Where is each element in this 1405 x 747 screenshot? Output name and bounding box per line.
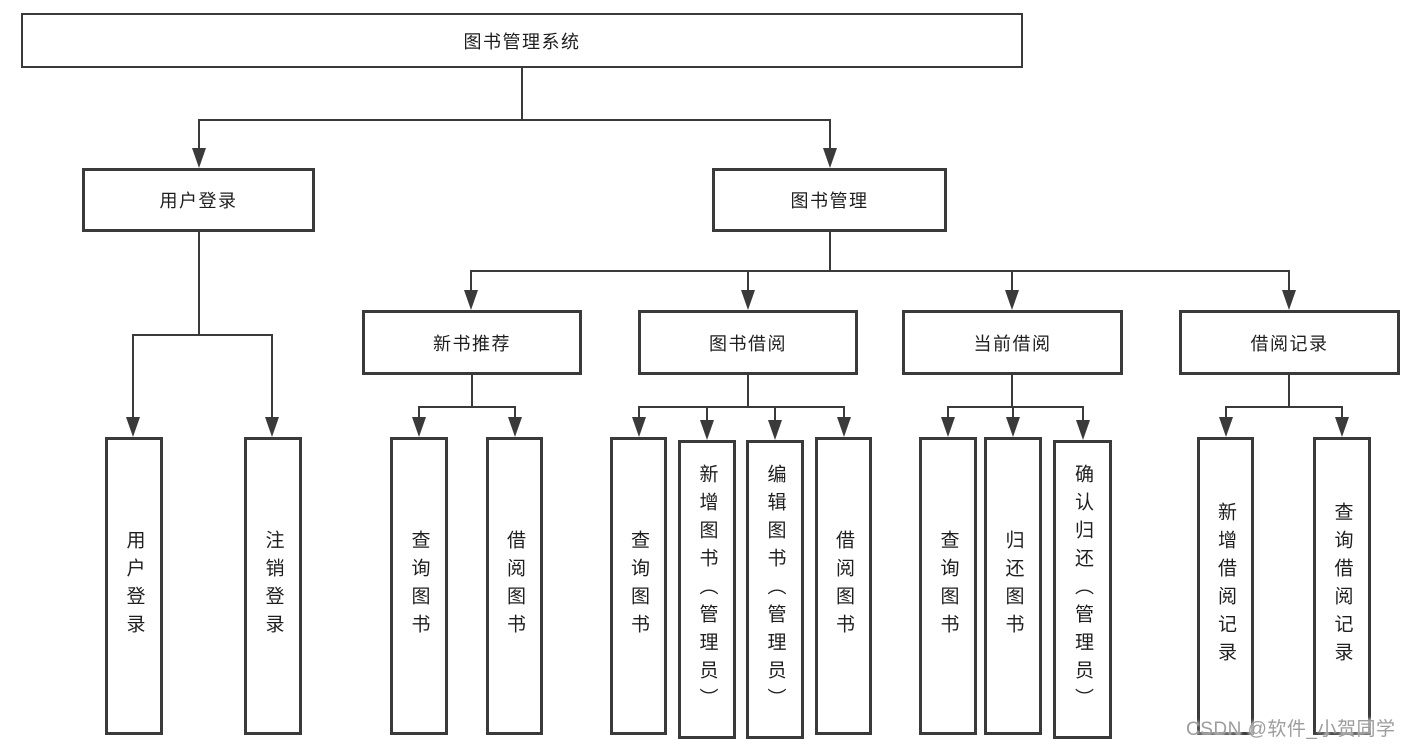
node-label: 新增借阅记录 <box>1215 502 1236 670</box>
node-new-book-recommend: 新书推荐 <box>362 310 582 375</box>
node-library-system: 图书管理系统 <box>21 13 1023 68</box>
node-bb-add-books-admin: 新增图书（管理员） <box>678 440 736 739</box>
node-logout: 注销登录 <box>244 437 302 735</box>
node-rec-query-books: 查询图书 <box>390 437 448 735</box>
node-label: 用户登录 <box>123 530 145 642</box>
node-cb-return-books: 归还图书 <box>984 437 1042 735</box>
node-label: 注销登录 <box>262 530 284 642</box>
node-label: 查询图书 <box>628 530 649 642</box>
node-br-add-record: 新增借阅记录 <box>1197 437 1254 735</box>
node-label: 查询借阅记录 <box>1331 502 1353 670</box>
node-label: 归还图书 <box>1002 530 1024 642</box>
node-user-login-leaf: 用户登录 <box>105 437 163 735</box>
node-rec-borrow-books: 借阅图书 <box>486 437 543 735</box>
node-cb-query-books: 查询图书 <box>919 437 977 735</box>
node-bb-borrow-books: 借阅图书 <box>815 437 872 735</box>
csdn-watermark: CSDN @软件_小贺同学 <box>1186 719 1396 740</box>
node-borrow-records: 借阅记录 <box>1179 310 1400 375</box>
node-label: 借阅图书 <box>504 530 525 642</box>
node-label: 编辑图书（管理员） <box>764 463 786 716</box>
node-current-borrow: 当前借阅 <box>902 310 1123 375</box>
node-cb-confirm-return-admin: 确认归还（管理员） <box>1053 440 1112 739</box>
node-book-borrow: 图书借阅 <box>638 310 858 375</box>
node-book-management: 图书管理 <box>712 168 947 232</box>
node-br-query-record: 查询借阅记录 <box>1313 437 1371 735</box>
node-label: 借阅图书 <box>833 530 854 642</box>
node-label: 查询图书 <box>408 530 430 642</box>
node-user-login: 用户登录 <box>82 168 315 232</box>
node-label: 查询图书 <box>937 530 959 642</box>
node-bb-query-books: 查询图书 <box>610 437 667 735</box>
node-label: 新增图书（管理员） <box>696 463 718 716</box>
node-bb-edit-books-admin: 编辑图书（管理员） <box>746 440 804 739</box>
node-label: 确认归还（管理员） <box>1072 463 1093 716</box>
